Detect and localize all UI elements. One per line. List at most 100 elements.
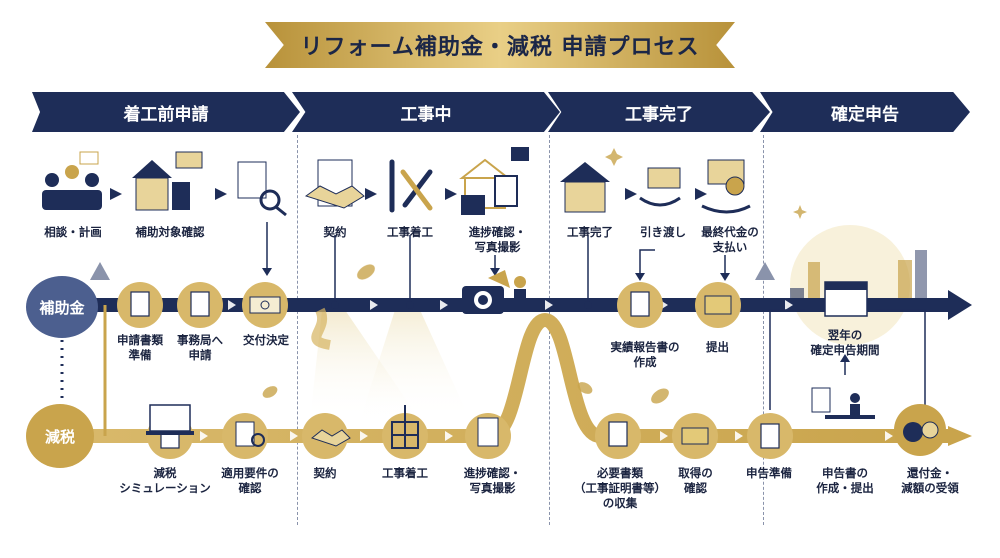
folder-icon — [704, 295, 732, 315]
phase-tax-return: 確定申告 — [760, 92, 970, 132]
step-label: 補助対象確認 — [135, 225, 205, 239]
light-beam — [360, 310, 470, 420]
step-label: 減額の受領 — [901, 481, 959, 495]
step-contract: 契約 — [310, 225, 360, 240]
step-label: （工事証明書等） — [574, 481, 666, 495]
scaffold-icon — [391, 405, 419, 449]
track-dot — [584, 301, 592, 309]
decoration — [90, 262, 775, 280]
tools-icon — [389, 159, 433, 213]
step-report: 実績報告書の作成 — [600, 340, 690, 370]
skyline-icon — [790, 250, 927, 298]
step-grant-decision: 交付決定 — [235, 333, 297, 348]
step-label: 最終代金の — [701, 225, 759, 239]
laptop-icon — [146, 404, 194, 435]
step-label: 申請書類 — [117, 333, 163, 347]
phase-pre-application: 着工前申請 — [32, 92, 300, 132]
step-prepare-docs: 申請書類準備 — [110, 333, 170, 363]
track-chevrons — [200, 300, 893, 441]
phase-label: 確定申告 — [831, 104, 899, 125]
step-label: 申請 — [188, 348, 212, 362]
step-label: 工事着工 — [387, 225, 433, 239]
step-label: 準備 — [128, 348, 152, 362]
phase-separator — [763, 135, 764, 525]
consultation-icon — [42, 151, 102, 210]
handshake-icon — [310, 429, 351, 447]
step-start-work: 工事着工 — [375, 225, 445, 240]
key-handover-icon — [639, 167, 681, 207]
construction-frame-icon — [459, 147, 529, 215]
handshake-icon — [304, 159, 365, 209]
step-confirm-eligibility: 補助対象確認 — [120, 225, 220, 240]
moneybag-icon — [903, 421, 939, 442]
phase-completion: 工事完了 — [548, 92, 770, 132]
step-label: 申告準備 — [746, 466, 792, 480]
step-label: 契約 — [313, 466, 337, 480]
person-at-desk-icon — [811, 387, 875, 419]
phase-label: 着工前申請 — [123, 104, 209, 125]
clipboard-icon — [477, 417, 499, 447]
row-label-text: 減税 — [44, 427, 75, 446]
step-label: 作成・提出 — [816, 481, 874, 495]
step-label: 事務局へ — [177, 333, 223, 347]
top-arrows — [110, 188, 707, 200]
step-label: 申告書の — [822, 466, 868, 480]
step-label: 提出 — [706, 340, 729, 354]
step-label: 実績報告書の — [610, 340, 680, 354]
contract-magnifier-icon — [237, 161, 287, 217]
page-title: リフォーム補助金・減税 申請プロセス — [300, 35, 700, 60]
phase-separator — [297, 135, 298, 525]
gold-connector — [311, 307, 332, 350]
step-label: 工事着工 — [382, 466, 428, 480]
step-label: 契約 — [323, 225, 347, 239]
step-completion: 工事完了 — [555, 225, 625, 240]
step-label: 確認 — [238, 481, 262, 495]
step-label: 工事完了 — [567, 225, 613, 239]
row-label-text: 補助金 — [39, 298, 85, 317]
step-consult: 相談・計画 — [28, 225, 118, 240]
step-collect-docs: 必要書類（工事証明書等）の収集 — [568, 466, 672, 511]
phase-label: 工事中 — [400, 104, 452, 125]
step-label: 適用要件の — [221, 466, 279, 480]
track-dot — [406, 301, 414, 309]
step-label: 取得の — [678, 466, 713, 480]
step-tax-start-work: 工事着工 — [370, 466, 440, 481]
step-refund: 還付金・減額の受領 — [885, 466, 975, 496]
step-label: 交付決定 — [243, 333, 289, 347]
step-label: 進捗確認・ — [468, 225, 527, 239]
calendar-icon — [824, 281, 868, 317]
step-prepare-return: 申告準備 — [735, 466, 803, 481]
step-label: 進捗確認・ — [463, 466, 522, 480]
step-label: 支払い — [712, 240, 748, 254]
step-label: 還付金・ — [907, 466, 953, 480]
step-submit: 提出 — [695, 340, 740, 355]
step-requirements: 適用要件の確認 — [210, 466, 290, 496]
payment-icon — [701, 159, 751, 214]
step-next-year: 翌年の確定申告期間 — [795, 328, 895, 358]
subsidy-track-arrowhead — [948, 290, 972, 320]
phase-label: 工事完了 — [625, 104, 693, 125]
step-label: 写真撮影 — [469, 481, 516, 495]
step-label: の収集 — [602, 496, 638, 510]
step-label: 相談・計画 — [44, 225, 102, 239]
step-label: シミュレーション — [119, 481, 211, 495]
drop-lines — [60, 222, 926, 410]
step-progress-photo: 進捗確認・写真撮影 — [450, 225, 545, 255]
step-label: 引き渡し — [640, 225, 686, 239]
step-handover: 引き渡し — [628, 225, 698, 240]
house-icon — [560, 162, 610, 213]
engineer-icon — [488, 270, 526, 305]
tax-track-arrowhead — [948, 426, 972, 446]
step-label: 翌年の — [827, 328, 863, 342]
step-label: 必要書類 — [597, 466, 643, 480]
track-dot — [331, 301, 339, 309]
checklist-icon — [235, 421, 265, 447]
step-obtain-confirm: 取得の確認 — [668, 466, 723, 496]
step-label: 確認 — [684, 481, 707, 495]
decoration — [262, 148, 807, 404]
row-label-subsidy: 補助金 — [26, 276, 98, 338]
step-tax-contract: 契約 — [300, 466, 350, 481]
step-file-return: 申告書の作成・提出 — [805, 466, 885, 496]
step-label: 作成 — [633, 355, 657, 369]
